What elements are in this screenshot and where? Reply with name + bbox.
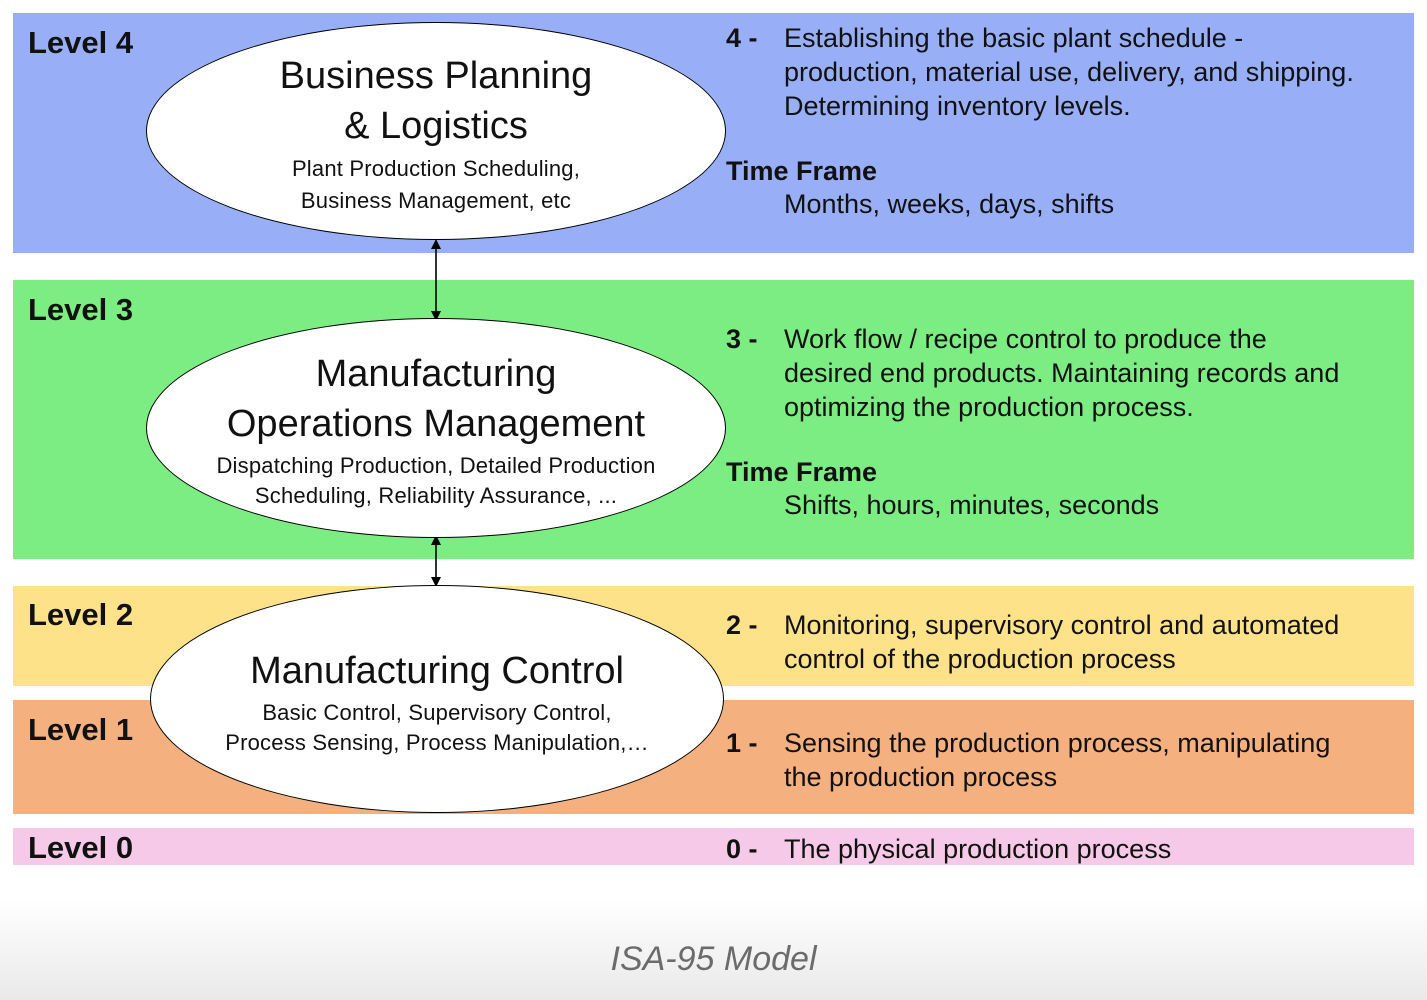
business-planning-title-2: & Logistics <box>344 105 528 147</box>
level-3-number: 3 - <box>726 324 758 354</box>
manufacturing-control-title: Manufacturing Control <box>250 650 624 692</box>
level-4-timeframe-value: Months, weeks, days, shifts <box>784 189 1115 219</box>
business-planning-sub-1: Plant Production Scheduling, <box>291 156 581 181</box>
level-1-desc-line-2: the production process <box>784 762 1058 792</box>
level-1-number: 1 - <box>726 728 758 758</box>
figure-caption: ISA-95 Model <box>610 940 817 978</box>
level-2-desc-line-1: Monitoring, supervisory control and auto… <box>784 610 1340 640</box>
operations-management-sub-1: Dispatching Production, Detailed Product… <box>216 453 656 478</box>
level-3-description: 3 - Work flow / recipe control to produc… <box>726 322 1416 424</box>
business-planning-ellipse: Business Planning & Logistics Plant Prod… <box>146 22 726 240</box>
business-planning-sub-2: Business Management, etc <box>300 188 572 213</box>
operations-management-ellipse: Manufacturing Operations Management Disp… <box>146 318 726 538</box>
level-1-label: Level 1 <box>28 712 134 747</box>
level-2-description: 2 - Monitoring, supervisory control and … <box>726 608 1416 676</box>
level-0-description: 0 - The physical production process <box>726 832 1416 866</box>
level-0-band <box>13 828 1414 865</box>
level-4-desc-line-1: Establishing the basic plant schedule - <box>784 23 1244 53</box>
level-4-desc-line-2: production, material use, delivery, and … <box>784 57 1354 87</box>
level-3-desc-line-1: Work flow / recipe control to produce th… <box>784 324 1267 354</box>
manufacturing-control-sub-1: Basic Control, Supervisory Control, <box>262 700 612 725</box>
level-0-desc-line-1: The physical production process <box>784 834 1172 864</box>
manufacturing-control-ellipse: Manufacturing Control Basic Control, Sup… <box>150 585 724 813</box>
level-4-number: 4 - <box>726 23 758 53</box>
level-4-timeframe-label: Time Frame <box>726 156 878 186</box>
manufacturing-control-sub-2: Process Sensing, Process Manipulation,… <box>225 730 649 755</box>
level-3-timeframe-value: Shifts, hours, minutes, seconds <box>784 490 1160 520</box>
level-4-desc-line-3: Determining inventory levels. <box>784 91 1131 121</box>
level-1-description: 1 - Sensing the production process, mani… <box>726 726 1416 794</box>
operations-management-title-1: Manufacturing <box>315 353 557 395</box>
level-4-label: Level 4 <box>28 25 134 60</box>
operations-management-sub-2: Scheduling, Reliability Assurance, ... <box>254 483 618 508</box>
level-3-timeframe-label: Time Frame <box>726 457 878 487</box>
level-3-desc-line-3: optimizing the production process. <box>784 392 1194 422</box>
level-3-desc-line-2: desired end products. Maintaining record… <box>784 358 1340 388</box>
level-3-label: Level 3 <box>28 292 134 327</box>
level-0-label: Level 0 <box>28 830 134 865</box>
level-2-number: 2 - <box>726 610 758 640</box>
level-2-label: Level 2 <box>28 597 134 632</box>
business-planning-title-1: Business Planning <box>279 55 593 97</box>
level-2-desc-line-2: control of the production process <box>784 644 1176 674</box>
level-1-desc-line-1: Sensing the production process, manipula… <box>784 728 1331 758</box>
level-0-number: 0 - <box>726 834 758 864</box>
level-4-description: 4 - Establishing the basic plant schedul… <box>726 21 1416 123</box>
operations-management-title-2: Operations Management <box>226 403 646 445</box>
